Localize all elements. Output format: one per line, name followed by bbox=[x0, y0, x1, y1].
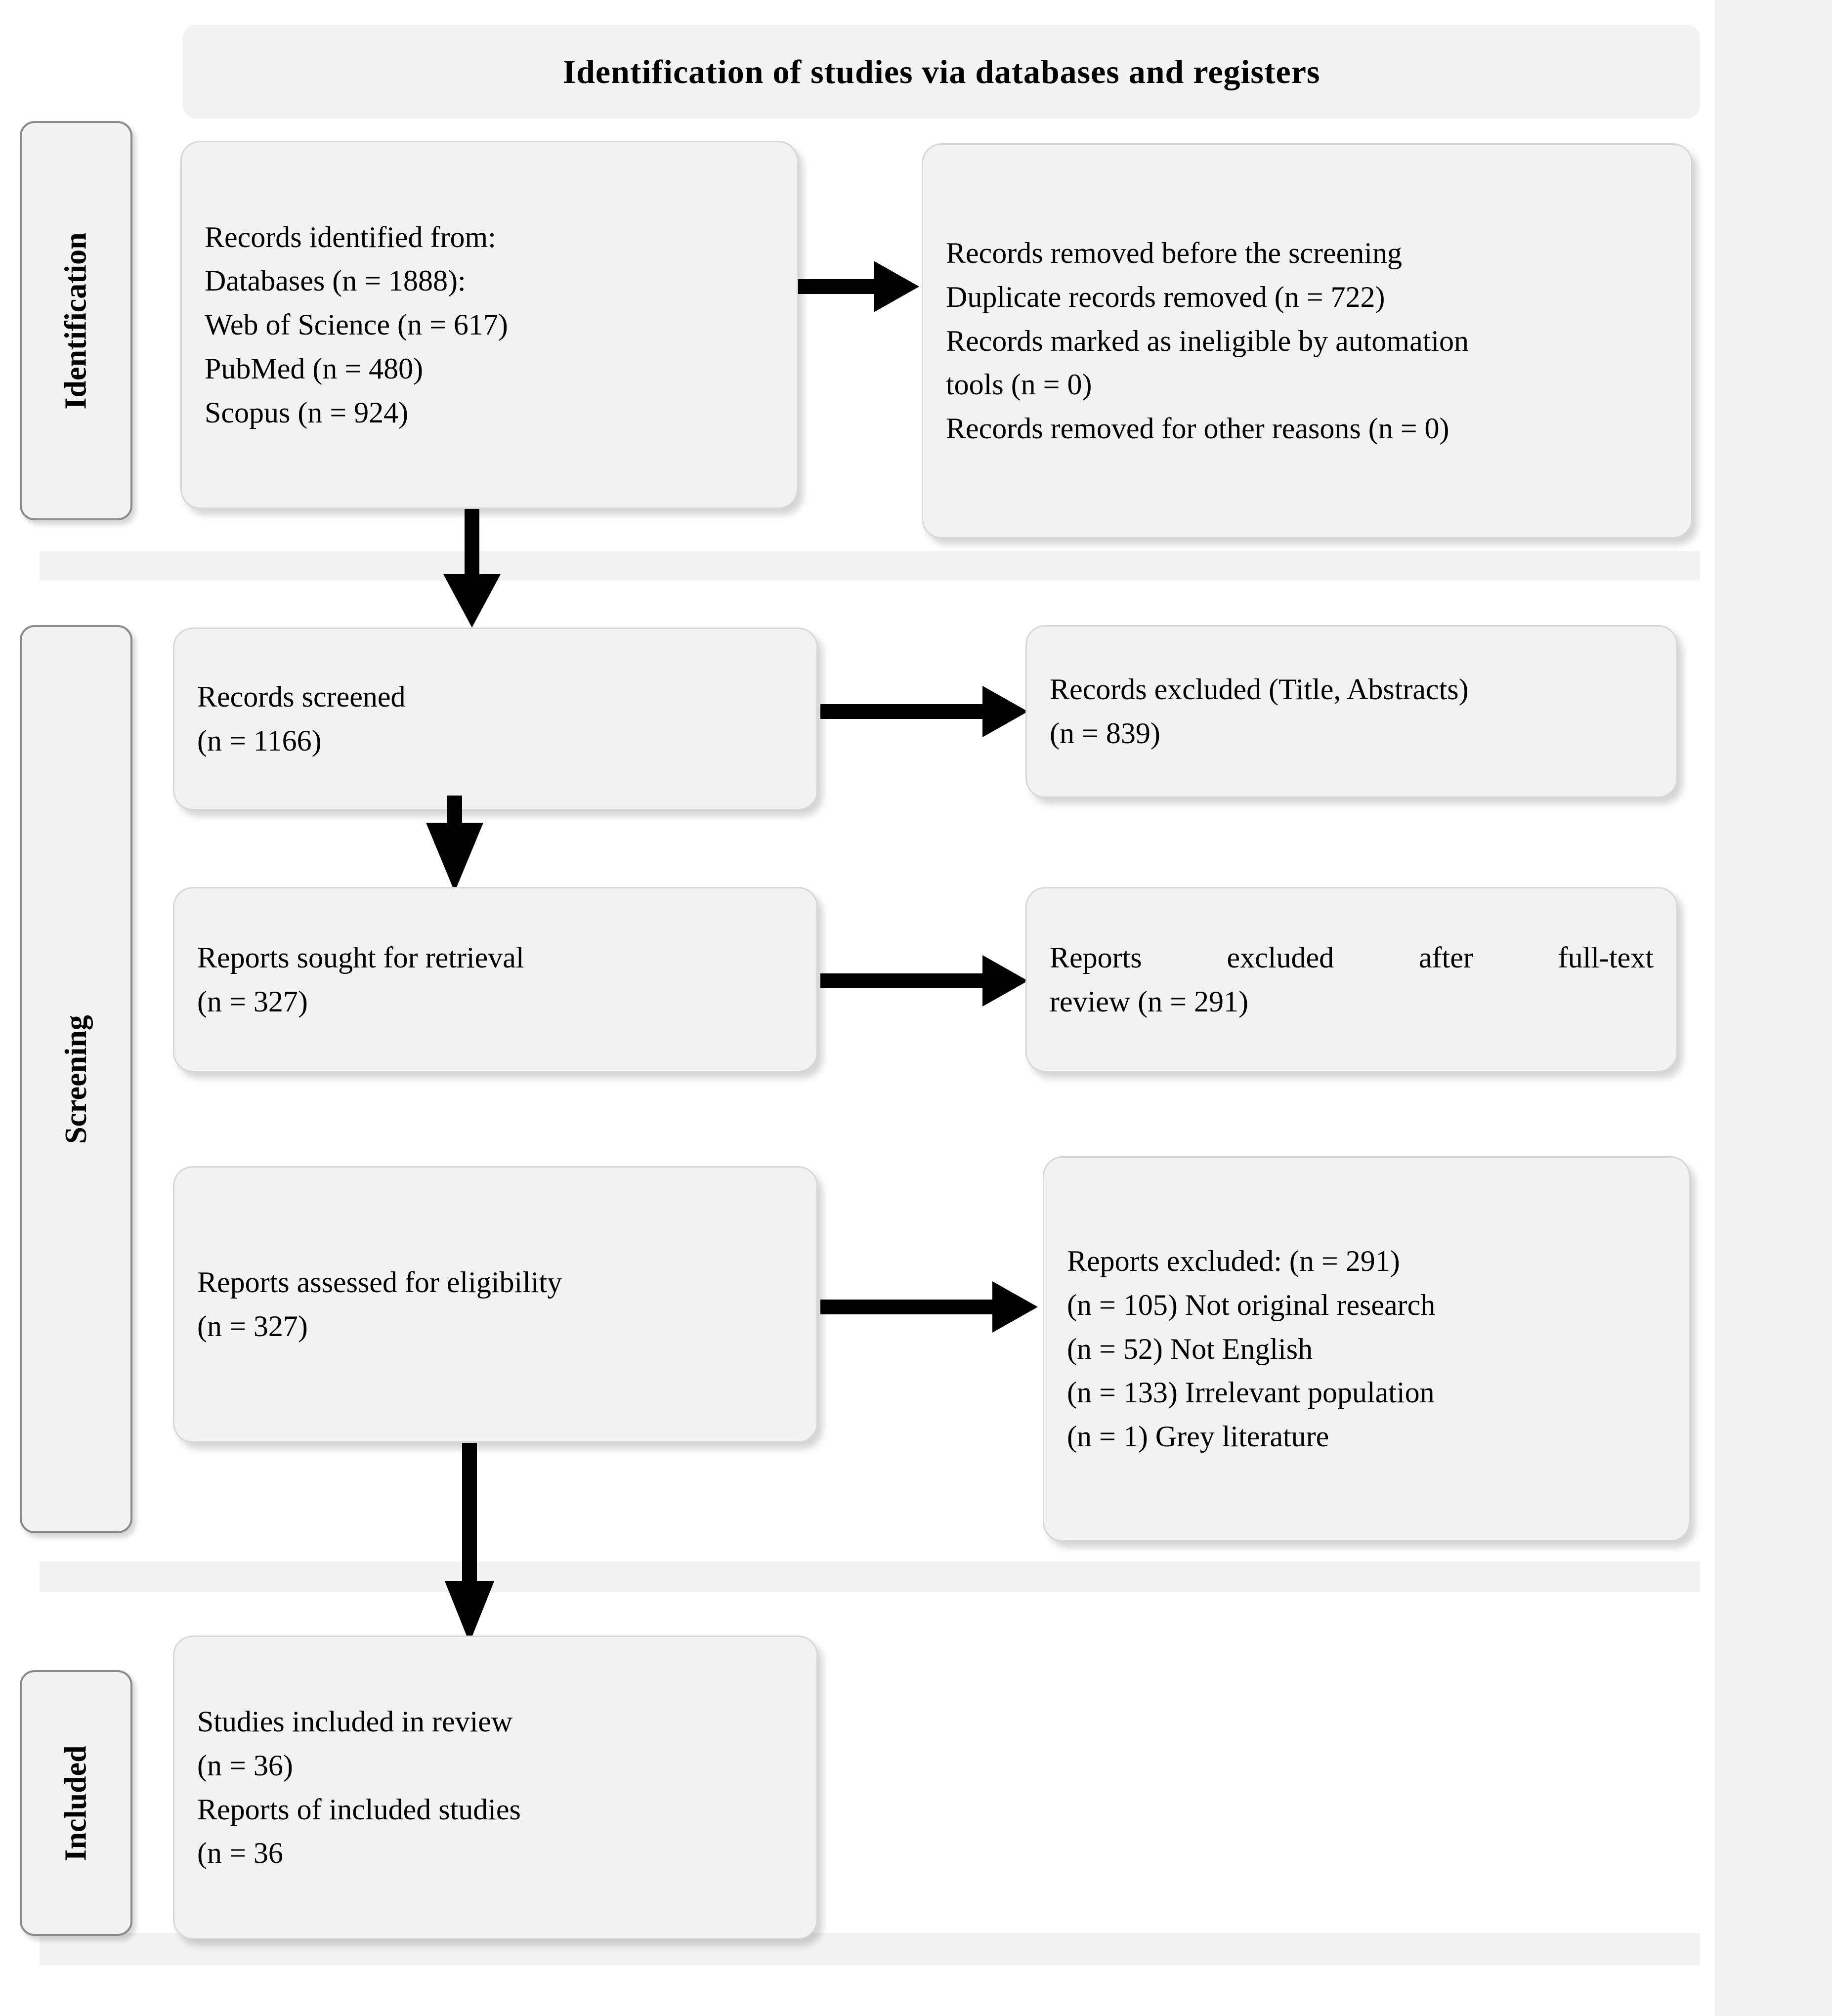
box-line: Records excluded (Title, Abstracts) bbox=[1050, 673, 1469, 706]
box-line: Duplicate records removed (n = 722) bbox=[946, 280, 1385, 313]
box-line: Scopus (n = 924) bbox=[205, 396, 409, 429]
box-line: Reports sought for retrieval bbox=[197, 941, 524, 974]
box-line: (n = 133) Irrelevant population bbox=[1067, 1376, 1435, 1409]
box-records-excluded: Records excluded (Title, Abstracts) (n =… bbox=[1025, 625, 1678, 798]
box-records-removed: Records removed before the screening Dup… bbox=[922, 143, 1693, 539]
box-line: Records marked as ineligible by automati… bbox=[946, 324, 1469, 357]
stage-identification: Identification bbox=[20, 121, 132, 520]
box-reports-excluded-fulltext: Reports excluded after full-text review … bbox=[1025, 887, 1678, 1072]
box-line: Records removed before the screening bbox=[946, 237, 1402, 269]
band-identification bbox=[40, 551, 1700, 581]
box-records-screened: Records screened (n = 1166) bbox=[173, 628, 818, 810]
box-line: (n = 36 bbox=[197, 1837, 283, 1870]
box-line: Reports excluded after full-text bbox=[1050, 941, 1654, 974]
box-line: (n = 327) bbox=[197, 1310, 308, 1343]
box-line: Reports of included studies bbox=[197, 1793, 521, 1826]
box-line: PubMed (n = 480) bbox=[205, 352, 424, 385]
box-line: Reports assessed for eligibility bbox=[197, 1266, 562, 1299]
stage-label-identification: Identification bbox=[59, 232, 93, 410]
box-line: review (n = 291) bbox=[1050, 985, 1249, 1018]
box-line: Records removed for other reasons (n = 0… bbox=[946, 412, 1449, 445]
box-line: Records screened bbox=[197, 680, 406, 714]
box-line: (n = 52) Not English bbox=[1067, 1332, 1313, 1365]
stage-screening: Screening bbox=[20, 625, 132, 1533]
box-line: Studies included in review bbox=[197, 1705, 513, 1738]
stage-included: Included bbox=[20, 1670, 132, 1936]
box-line: (n = 327) bbox=[197, 985, 308, 1018]
box-line: (n = 105) Not original research bbox=[1067, 1288, 1436, 1321]
box-line: Records identified from: bbox=[205, 220, 496, 253]
box-line: Reports excluded: (n = 291) bbox=[1067, 1245, 1400, 1277]
band-screening bbox=[40, 1561, 1700, 1592]
box-line: (n = 1166) bbox=[197, 724, 322, 757]
stage-label-screening: Screening bbox=[59, 1014, 93, 1144]
box-reports-sought: Reports sought for retrieval (n = 327) bbox=[173, 887, 818, 1072]
box-line: (n = 36) bbox=[197, 1749, 293, 1782]
box-line: Databases (n = 1888): bbox=[205, 264, 466, 297]
page-title: Identification of studies via databases … bbox=[562, 52, 1321, 90]
box-studies-included: Studies included in review (n = 36) Repo… bbox=[173, 1636, 818, 1939]
box-records-identified: Records identified from: Databases (n = … bbox=[180, 141, 798, 509]
band-right-rail bbox=[1715, 0, 1832, 2016]
box-reports-excluded-reasons: Reports excluded: (n = 291) (n = 105) No… bbox=[1043, 1156, 1690, 1542]
box-reports-assessed: Reports assessed for eligibility (n = 32… bbox=[173, 1166, 818, 1443]
box-line: Web of Science (n = 617) bbox=[205, 308, 508, 341]
stage-label-included: Included bbox=[59, 1745, 93, 1861]
box-line: (n = 839) bbox=[1050, 717, 1160, 750]
diagram-title-bar: Identification of studies via databases … bbox=[183, 25, 1700, 119]
box-line: (n = 1) Grey literature bbox=[1067, 1420, 1329, 1453]
box-line: tools (n = 0) bbox=[946, 368, 1092, 401]
